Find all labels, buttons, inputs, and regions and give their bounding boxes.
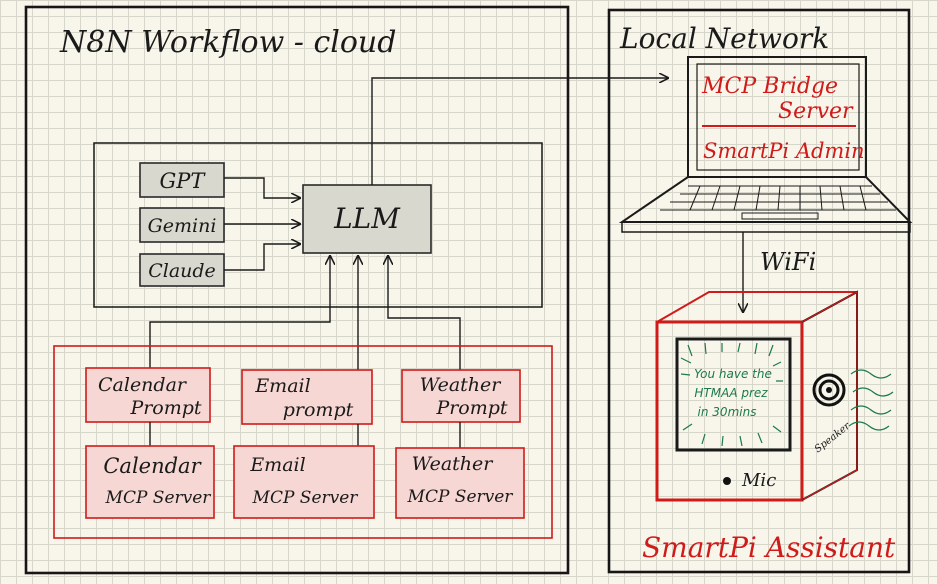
email-server-box: Email MCP Server [233, 445, 375, 519]
laptop-line2: Server [778, 99, 854, 124]
email-prompt-box: Email prompt [241, 369, 373, 425]
model-box-gpt: GPT [139, 162, 225, 198]
weather-server-line1: Weather [412, 453, 495, 475]
calendar-prompt-box: Calendar Prompt [85, 367, 211, 423]
cloud-frame [24, 5, 570, 575]
arrow-weather-llm [388, 256, 461, 370]
weather-server-box: Weather MCP Server [395, 447, 525, 519]
calendar-server-line1: Calendar [103, 454, 202, 478]
screen-line2: HTMAA prez [694, 386, 768, 400]
calendar-prompt-line1: Calendar [98, 374, 188, 396]
local-title: Local Network [619, 22, 829, 55]
llm-group-frame [93, 142, 543, 308]
weather-prompt-box: Weather Prompt [401, 369, 521, 423]
cloud-title: N8N Workflow - cloud [59, 25, 396, 60]
smartpi-name: SmartPi Assistant [642, 531, 896, 564]
calendar-server-box: Calendar MCP Server [85, 445, 215, 519]
email-server-line1: Email [249, 454, 305, 476]
email-prompt-line2: prompt [283, 399, 354, 421]
email-server-line2: MCP Server [252, 488, 359, 508]
local-frame [607, 8, 911, 574]
model-box-claude: Claude [139, 253, 225, 287]
llm-label: LLM [333, 202, 401, 235]
llm-box: LLM [302, 184, 432, 254]
mic-dot [723, 477, 731, 485]
wifi-label: WiFi [760, 248, 816, 276]
calendar-server-line2: MCP Server [105, 488, 212, 508]
model-box-gemini: Gemini [139, 207, 225, 243]
laptop-admin: SmartPi Admin [703, 139, 865, 163]
arrow-gpt-llm [224, 177, 300, 198]
laptop-line1: MCP Bridge [701, 74, 838, 99]
smartpi-device [655, 290, 858, 502]
weather-prompt-line2: Prompt [435, 397, 507, 419]
screen-line1: You have the [694, 367, 772, 381]
arrow-llm-laptop [371, 78, 668, 185]
smartpi-screen [675, 337, 792, 452]
speaker-label: Speaker [813, 420, 854, 455]
weather-prompt-line1: Weather [420, 374, 503, 396]
model-label-claude: Claude [148, 260, 216, 282]
laptop-icon [618, 56, 913, 233]
calendar-prompt-line2: Prompt [129, 397, 201, 419]
arrow-claude-llm [224, 244, 300, 271]
mic-label: Mic [741, 470, 776, 491]
model-label-gpt: GPT [160, 169, 207, 193]
model-label-gemini: Gemini [148, 215, 217, 237]
weather-server-line2: MCP Server [407, 487, 514, 507]
email-prompt-line1: Email [254, 375, 310, 397]
speaker-icon [812, 369, 894, 431]
screen-line3: in 30mins [698, 405, 757, 419]
tools-frame [53, 345, 553, 539]
